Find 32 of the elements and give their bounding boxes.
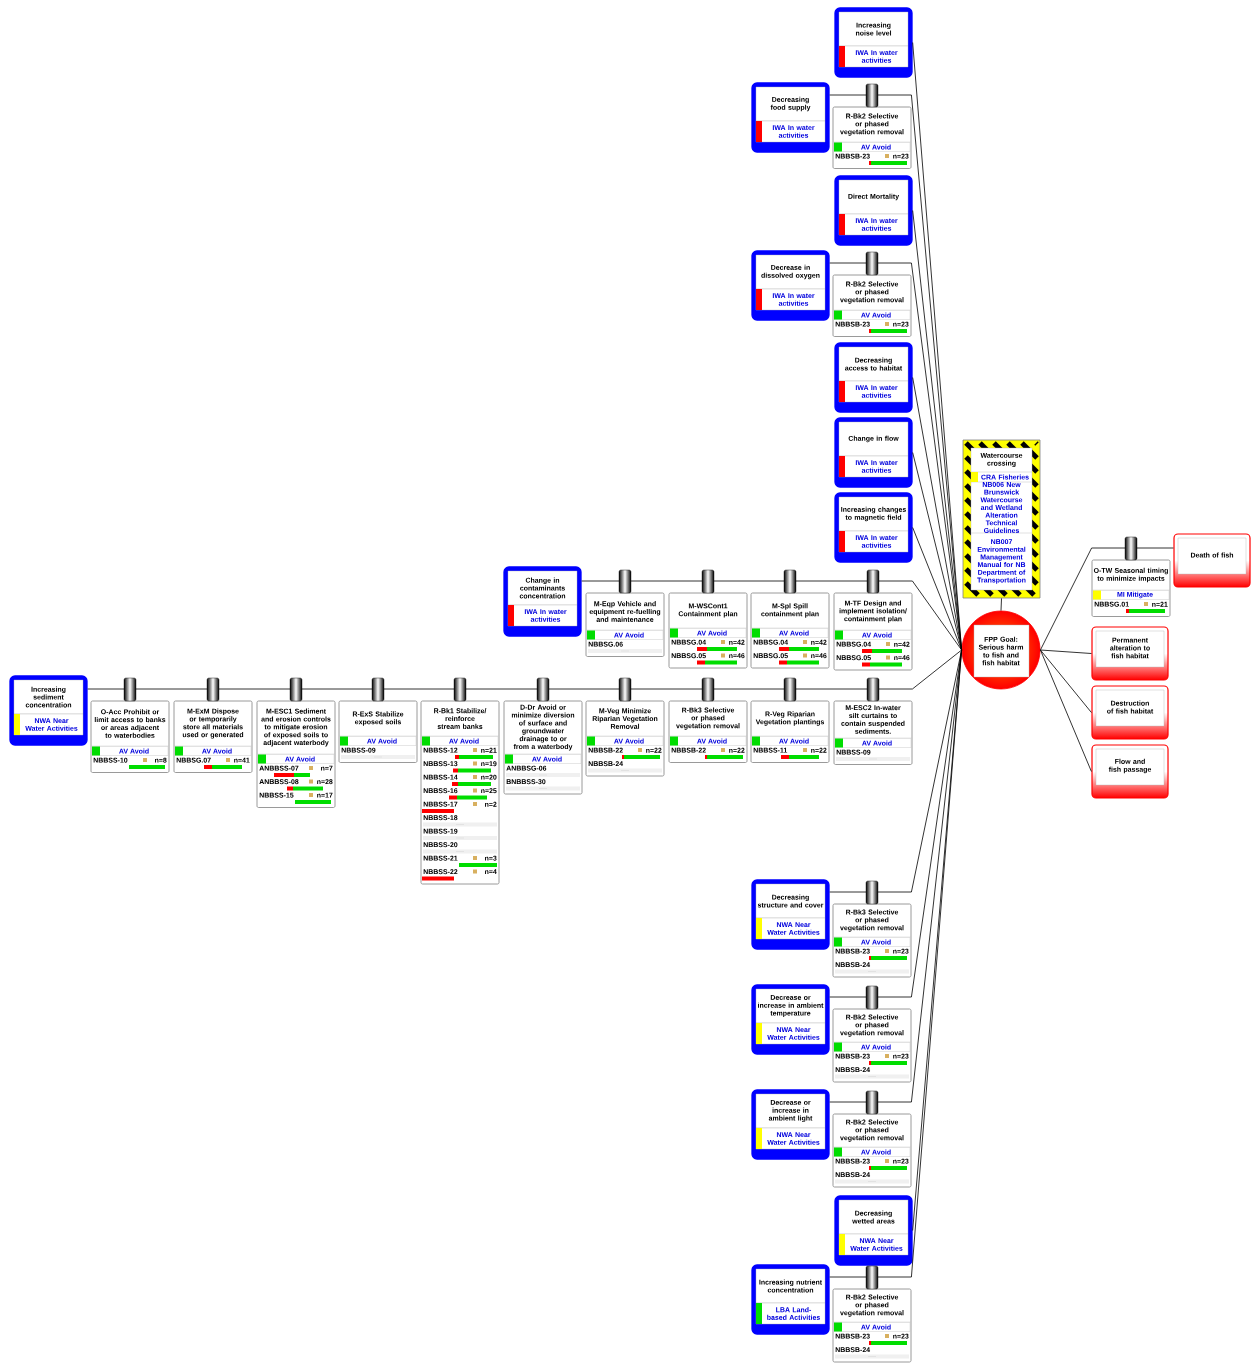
connector-line: [829, 94, 867, 96]
connector-line: [878, 649, 962, 690]
connector-line: [829, 996, 867, 998]
connector-line: [912, 452, 962, 651]
connector-line: [912, 527, 962, 651]
connector-line: [1136, 547, 1174, 549]
connector-line: [630, 580, 703, 582]
connector-line: [829, 1276, 867, 1278]
connector-line: [87, 688, 125, 690]
connector-line: [829, 891, 867, 893]
connector-line: [383, 688, 455, 690]
connector-line: [829, 1101, 867, 1103]
connector-line: [713, 688, 785, 690]
connector-line: [877, 649, 962, 1278]
connector-line: [581, 580, 620, 582]
connector-line: [630, 688, 703, 690]
connector-line: [713, 580, 785, 582]
connector-line: [1040, 649, 1092, 713]
connector-line: [1000, 598, 1002, 611]
connector-line: [1040, 649, 1092, 654]
connector-line: [548, 688, 620, 690]
connector-line: [218, 688, 291, 690]
connector-line: [878, 580, 962, 651]
connector-line: [795, 580, 868, 582]
connector-line: [1040, 547, 1126, 651]
connector-line: [135, 688, 208, 690]
connector-line: [465, 688, 538, 690]
connector-line: [795, 688, 868, 690]
connector-line: [829, 262, 867, 264]
connector-line: [1040, 649, 1092, 772]
connector-line: [301, 688, 373, 690]
connector-line: [877, 649, 962, 893]
